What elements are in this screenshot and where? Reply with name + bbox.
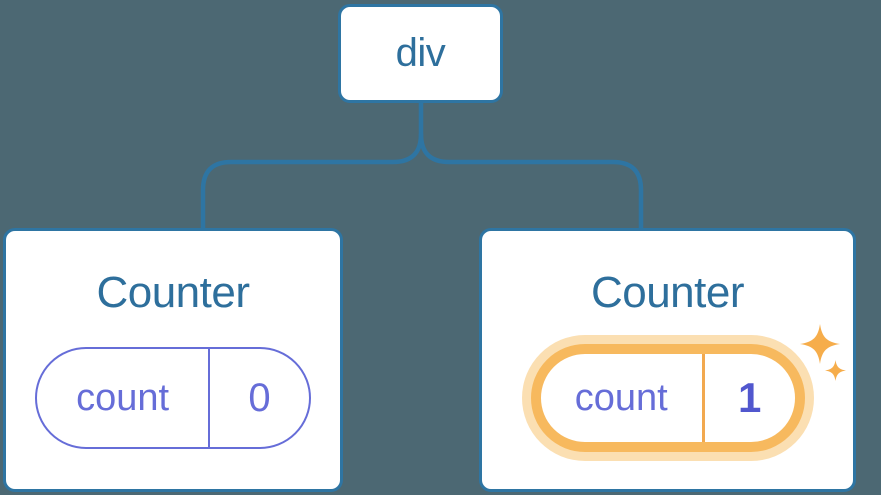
root-node-label: div — [395, 31, 446, 75]
connector-right-branch — [418, 133, 644, 230]
connector-left-branch — [200, 102, 424, 230]
state-pill-label: count — [76, 376, 170, 419]
state-pill-value-cell: 1 — [705, 354, 795, 442]
state-pill-label-cell: count — [541, 354, 702, 442]
state-pill-label-cell: count — [37, 349, 208, 447]
card-title: Counter — [590, 268, 745, 317]
state-pill: count 0 — [35, 347, 311, 449]
counter-card-right: Counter count 1 — [479, 228, 856, 492]
root-node: div — [338, 4, 503, 103]
state-pill-divider — [208, 349, 211, 447]
state-pill-value-cell: 0 — [210, 349, 309, 447]
state-pill-value: 1 — [738, 374, 762, 421]
state-pill-label: count — [574, 376, 668, 419]
counter-card-left: Counter count 0 — [3, 228, 343, 492]
card-title: Counter — [96, 268, 250, 317]
sparkle-icon-small — [825, 360, 846, 381]
state-pill-value: 0 — [248, 375, 271, 420]
state-pill-divider — [701, 354, 705, 442]
state-pill-highlighted: count 1 — [530, 344, 805, 452]
sparkle-icon-large — [800, 324, 840, 364]
